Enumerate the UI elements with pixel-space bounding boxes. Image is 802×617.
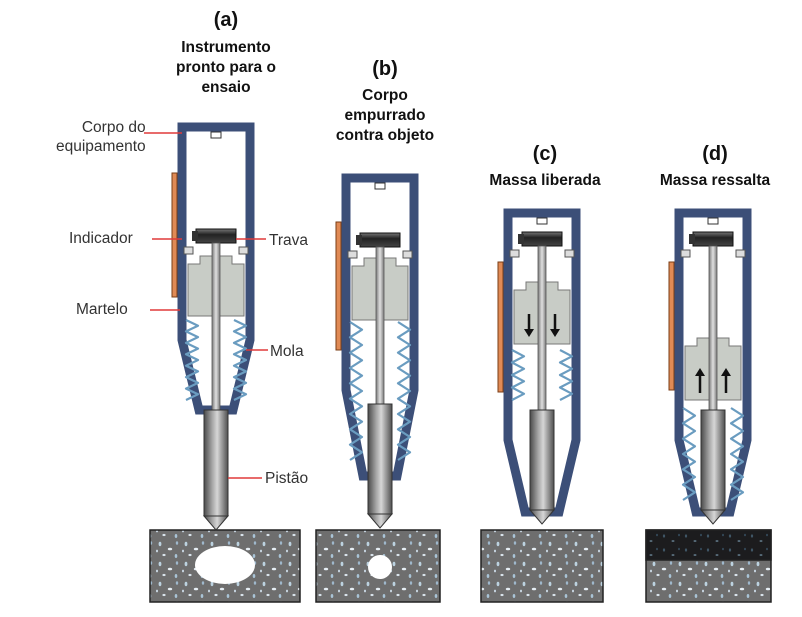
guide-rod (708, 245, 718, 411)
latch-tab (347, 250, 358, 259)
panel-a-letter: (a) (213, 9, 239, 31)
lock-latch (195, 228, 237, 244)
panel-b-letter: (b) (372, 58, 398, 80)
piston (700, 409, 726, 511)
lock-latch (359, 232, 401, 248)
label-spring: Mola (270, 343, 304, 360)
panel-a-caption: Instrumento pronto para o ensaio (136, 38, 316, 98)
lock-latch (521, 231, 563, 247)
spring-coil (232, 319, 248, 401)
lock-latch (356, 235, 362, 245)
lock-latch (192, 231, 198, 241)
piston (367, 403, 393, 515)
lock-latch (689, 234, 695, 244)
latch-tab (238, 246, 249, 255)
instrument-a (171, 122, 255, 531)
panel-c-caption: Massa liberada (470, 171, 620, 191)
motion-arrow-head (550, 329, 560, 337)
top-button (210, 131, 222, 139)
spring-coil (184, 319, 200, 401)
impact-mark-large (195, 546, 255, 584)
latch-tab (183, 246, 194, 255)
piston (529, 409, 555, 511)
piston (203, 409, 229, 517)
lock-latch (692, 231, 734, 247)
instrument-c (497, 208, 581, 525)
piston-tip (366, 513, 394, 529)
panel-c-letter: (c) (532, 143, 558, 165)
top-button (536, 217, 548, 225)
latch-tab (402, 250, 413, 259)
motion-arrow-head (524, 329, 534, 337)
indicator-strip (171, 172, 178, 298)
panel-b-caption-line: contra objeto (335, 127, 435, 144)
panel-d-caption-line: Massa ressalta (659, 172, 771, 189)
panel-a-caption-line: pronto para o (176, 59, 276, 76)
guide-rod (537, 245, 547, 411)
piston-tip (202, 515, 230, 531)
panel-d-letter: (d) (702, 143, 728, 165)
latch-tab (509, 249, 520, 258)
panel-c-caption-line: Massa liberada (489, 172, 601, 189)
rebound-layer (645, 529, 772, 561)
instrument-d (668, 208, 752, 525)
indicator-strip (668, 261, 675, 391)
concrete-block-c (480, 529, 604, 603)
panel-d-caption: Massa ressalta (640, 171, 790, 191)
lock-latch (518, 234, 524, 244)
top-button (374, 182, 386, 190)
indicator-strip (497, 261, 504, 393)
label-lock: Trava (269, 232, 309, 249)
top-button (707, 217, 719, 225)
label-body-line: equipamento (56, 138, 146, 155)
label-hammer: Martelo (76, 301, 128, 318)
latch-tab (680, 249, 691, 258)
panel-b-caption: Corpo empurrado contra objeto (305, 86, 465, 146)
label-piston: Pistão (265, 470, 309, 487)
spring-coil (681, 407, 697, 501)
indicator-strip (335, 221, 342, 351)
panel-b-caption-line: empurrado (344, 107, 426, 124)
guide-rod (211, 242, 221, 411)
panel-a-caption-line: ensaio (201, 79, 251, 96)
spring-coil (558, 349, 574, 401)
label-body-line: Corpo do (81, 119, 146, 136)
label-indicator: Indicador (69, 230, 133, 247)
motion-arrow-head (721, 368, 731, 376)
latch-tab (735, 249, 746, 258)
guide-rod (375, 246, 385, 405)
spring-coil (510, 349, 526, 401)
motion-arrow-head (695, 368, 705, 376)
impact-mark-small (368, 555, 392, 579)
spring-coil (396, 321, 412, 461)
label-body: Corpo do equipamento (56, 118, 146, 156)
piston-tip (699, 509, 727, 525)
instrument-b (335, 173, 419, 529)
piston-tip (528, 509, 556, 525)
spring-coil (348, 321, 364, 461)
spring-coil (729, 407, 745, 501)
latch-tab (564, 249, 575, 258)
panel-b-caption-line: Corpo (362, 87, 408, 104)
panel-a-caption-line: Instrumento (181, 39, 271, 56)
